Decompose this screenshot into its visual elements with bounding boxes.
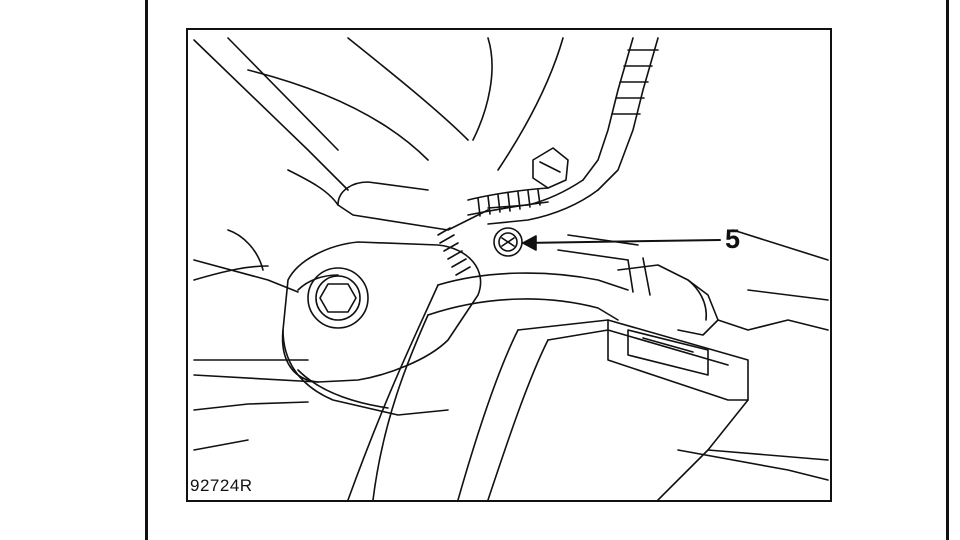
page-margin-rule-right (946, 0, 949, 540)
line-drawing (193, 37, 829, 500)
figure-reference-id: 92724R (190, 476, 253, 495)
page-margin-rule-left (145, 0, 148, 540)
technical-illustration: 5 92724R (186, 28, 832, 502)
callout-number-label: 5 (725, 224, 741, 254)
